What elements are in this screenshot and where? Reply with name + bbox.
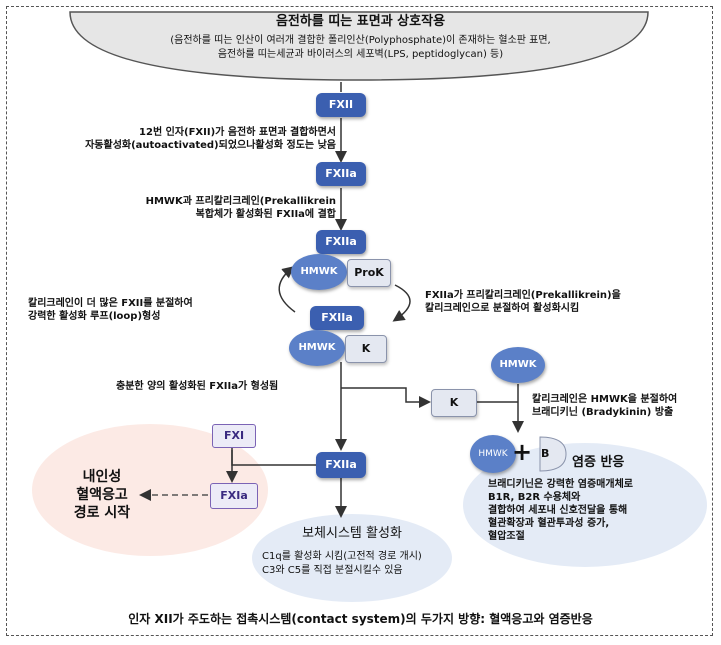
plus-sign: +: [512, 438, 533, 466]
surface-title: 음전하를 띠는 표면과 상호작용: [275, 14, 446, 29]
dashed-frame: [6, 6, 713, 636]
fxiia-node-1: FXIIa: [316, 162, 366, 186]
note-enough: 충분한 양의 활성화된 FXIIa가 형성됨: [116, 381, 279, 392]
k-box-1: K: [345, 335, 387, 363]
note-loop-right-b: 칼리크레인으로 분절하여 활성화시킴: [425, 303, 580, 314]
inflammation-line-1: 브래디키닌은 강력한 염증매개체로: [488, 479, 633, 490]
k-box-2: K: [431, 389, 477, 417]
complement-line-1: C1q를 활성화 시킴(고전적 경로 개시): [262, 551, 422, 562]
complement-title: 보체시스템 활성화: [302, 526, 402, 541]
inflammation-line-5: 혈압조절: [488, 531, 525, 542]
note-kal-a: 칼리크레인은 HMWK을 분절하여: [532, 394, 678, 405]
bradykinin-label: B: [541, 447, 550, 460]
note-loop-left-b: 강력한 활성화 루프(loop)형성: [28, 311, 161, 322]
note-step2-b: 복합체가 활성화된 FXIIa에 결합: [195, 209, 336, 220]
surface-line-1: (음전하를 띠는 인산이 여러개 결합한 폴리인산(Polyphosphate)…: [170, 35, 551, 46]
note-loop-right-a: FXIIa가 프리칼리크레인(Prekallikrein)을: [425, 290, 621, 301]
fxiia-node-4: FXIIa: [316, 452, 366, 478]
inflammation-line-4: 혈관확장과 혈관투과성 증가,: [488, 518, 610, 529]
note-step1-a: 12번 인자(FXII)가 음전하 표면과 결합하면서: [139, 127, 336, 138]
bradykinin-shape: [539, 436, 567, 472]
fxiia-node-3: FXIIa: [310, 306, 364, 330]
intrinsic-line-1: 내인성: [82, 469, 122, 485]
fxia-box: FXIa: [210, 483, 258, 509]
figure-caption: 인자 XII가 주도하는 접촉시스템(contact system)의 두가지 …: [128, 612, 593, 626]
note-loop-left-a: 칼리크레인이 더 많은 FXII를 분절하여: [28, 298, 193, 309]
fxii-node: FXII: [316, 93, 366, 117]
hmwk-ellipse-2: HMWK: [289, 330, 345, 366]
hmwk-ellipse-4: HMWK: [470, 435, 516, 473]
note-step2-a: HMWK과 프리칼리크레인(Prekallikrein: [145, 196, 336, 207]
prok-box: ProK: [347, 259, 391, 287]
hmwk-ellipse-1: HMWK: [291, 254, 347, 290]
hmwk-ellipse-3: HMWK: [491, 347, 545, 383]
surface-line-2: 음전하를 띠는세균과 바이러스의 세포벽(LPS, peptidoglycan)…: [217, 49, 504, 60]
fxi-box: FXI: [212, 424, 256, 448]
inflammation-line-3: 결합하여 세포내 신호전달을 통해: [488, 505, 628, 516]
inflammation-title: 염증 반응: [572, 455, 625, 470]
inflammation-line-2: B1R, B2R 수용체와: [488, 492, 581, 503]
intrinsic-line-3: 경로 시작: [73, 505, 131, 521]
fxiia-node-2: FXIIa: [316, 230, 366, 254]
note-step1-b: 자동활성화(autoactivated)되었으나활성화 정도는 낮음: [85, 140, 336, 151]
intrinsic-line-2: 혈액응고: [76, 487, 128, 503]
note-kal-b: 브래디키닌 (Bradykinin) 방출: [532, 407, 674, 418]
complement-line-2: C3와 C5를 직접 분절시킬수 있음: [262, 565, 403, 576]
